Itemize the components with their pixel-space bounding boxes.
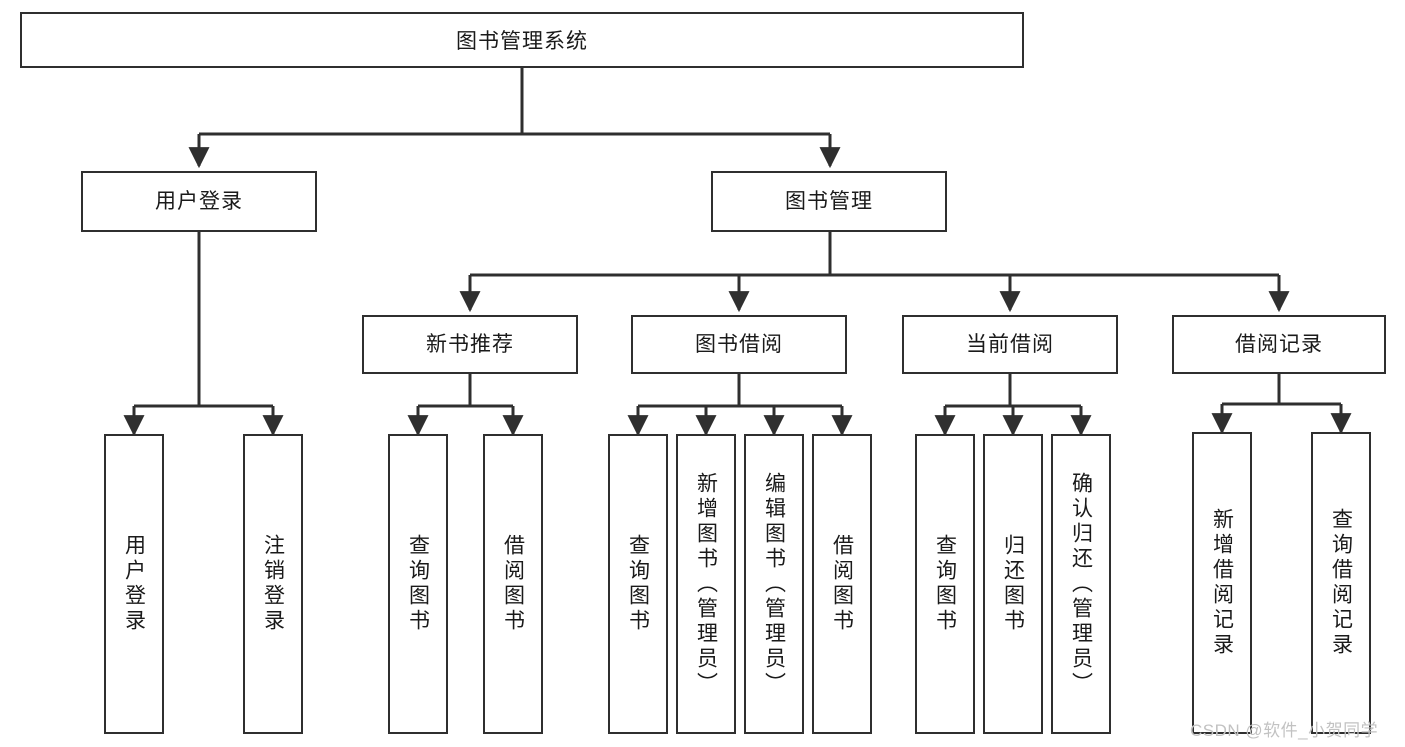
node-book-manage[interactable]: 图书管理 bbox=[711, 171, 947, 232]
node-borrow-record-label: 借阅记录 bbox=[1235, 332, 1323, 356]
node-book-manage-label: 图书管理 bbox=[785, 189, 873, 213]
watermark: CSDN @软件_小贺同学 bbox=[1190, 716, 1378, 741]
node-leaf-edit-book[interactable]: 编辑图书（管理员） bbox=[744, 434, 804, 734]
node-leaf-query-record[interactable]: 查询借阅记录 bbox=[1311, 432, 1371, 734]
node-leaf-confirm-return[interactable]: 确认归还（管理员） bbox=[1051, 434, 1111, 734]
node-leaf-borrow-book-2[interactable]: 借阅图书 bbox=[812, 434, 872, 734]
node-leaf-query-book-3[interactable]: 查询图书 bbox=[915, 434, 975, 734]
node-leaf-edit-book-label: 编辑图书（管理员） bbox=[762, 471, 786, 697]
node-leaf-borrow-book-1[interactable]: 借阅图书 bbox=[483, 434, 543, 734]
node-book-borrow[interactable]: 图书借阅 bbox=[631, 315, 847, 374]
node-new-book-recommend[interactable]: 新书推荐 bbox=[362, 315, 578, 374]
node-leaf-user-login[interactable]: 用户登录 bbox=[104, 434, 164, 734]
node-leaf-return-book-label: 归还图书 bbox=[1001, 534, 1025, 634]
node-user-login[interactable]: 用户登录 bbox=[81, 171, 317, 232]
node-leaf-add-record[interactable]: 新增借阅记录 bbox=[1192, 432, 1252, 734]
node-leaf-user-logout-label: 注销登录 bbox=[261, 534, 285, 634]
node-leaf-borrow-book-1-label: 借阅图书 bbox=[501, 534, 525, 634]
node-root-label: 图书管理系统 bbox=[456, 30, 588, 53]
node-current-borrow-label: 当前借阅 bbox=[966, 332, 1054, 356]
node-leaf-user-login-label: 用户登录 bbox=[122, 534, 146, 634]
watermark-text: CSDN @软件_小贺同学 bbox=[1190, 721, 1379, 740]
node-current-borrow[interactable]: 当前借阅 bbox=[902, 315, 1118, 374]
node-leaf-confirm-return-label: 确认归还（管理员） bbox=[1069, 471, 1093, 697]
node-leaf-query-book-3-label: 查询图书 bbox=[933, 534, 957, 634]
node-leaf-add-book-label: 新增图书（管理员） bbox=[694, 471, 718, 697]
node-leaf-user-logout[interactable]: 注销登录 bbox=[243, 434, 303, 734]
node-root[interactable]: 图书管理系统 bbox=[20, 12, 1024, 68]
node-leaf-borrow-book-2-label: 借阅图书 bbox=[830, 534, 854, 634]
node-leaf-query-book-1[interactable]: 查询图书 bbox=[388, 434, 448, 734]
node-borrow-record[interactable]: 借阅记录 bbox=[1172, 315, 1386, 374]
node-user-login-label: 用户登录 bbox=[155, 189, 243, 213]
node-leaf-add-record-label: 新增借阅记录 bbox=[1210, 508, 1234, 658]
node-leaf-query-book-1-label: 查询图书 bbox=[406, 534, 430, 634]
node-book-borrow-label: 图书借阅 bbox=[695, 332, 783, 356]
node-leaf-query-book-2-label: 查询图书 bbox=[626, 534, 650, 634]
node-leaf-query-book-2[interactable]: 查询图书 bbox=[608, 434, 668, 734]
node-leaf-return-book[interactable]: 归还图书 bbox=[983, 434, 1043, 734]
node-new-book-recommend-label: 新书推荐 bbox=[426, 332, 514, 356]
node-leaf-query-record-label: 查询借阅记录 bbox=[1329, 508, 1353, 658]
node-leaf-add-book[interactable]: 新增图书（管理员） bbox=[676, 434, 736, 734]
